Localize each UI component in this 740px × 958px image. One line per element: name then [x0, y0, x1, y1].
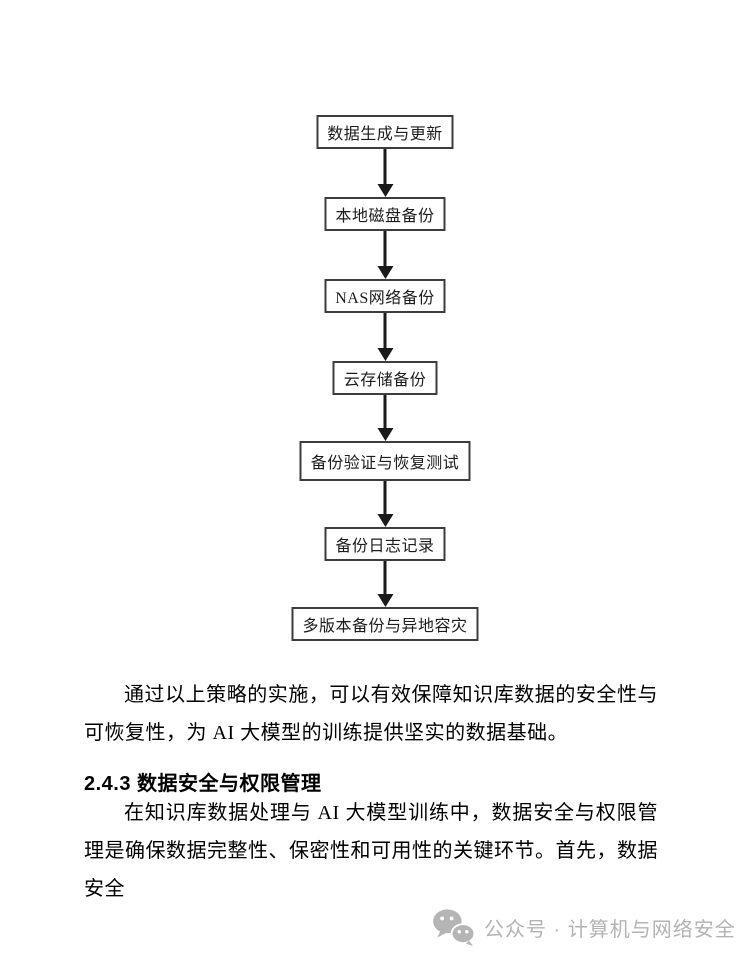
- arrow-shaft: [383, 481, 387, 514]
- arrow-head-icon: [376, 594, 393, 607]
- flow-node-label: 云存储备份: [343, 372, 427, 389]
- flow-arrow-down: [376, 395, 393, 441]
- flow-node-label: 数据生成与更新: [327, 126, 443, 143]
- flow-node-cloud-backup: 云存储备份: [332, 361, 438, 395]
- flow-node-local-disk-backup: 本地磁盘备份: [324, 197, 446, 231]
- arrow-head-icon: [376, 514, 393, 527]
- paragraph-backup-summary: 通过以上策略的实施，可以有效保障知识库数据的安全性与可恢复性，为 AI 大模型的…: [84, 684, 658, 744]
- paragraph-data-security-intro: 在知识库数据处理与 AI 大模型训练中，数据安全与权限管理是确保数据完整性、保密…: [84, 802, 658, 900]
- flow-node-multiversion-disaster-recovery: 多版本备份与异地容灾: [291, 607, 479, 641]
- arrow-shaft: [383, 149, 387, 184]
- flow-arrow-down: [376, 481, 393, 527]
- flow-node-label: 备份验证与恢复测试: [310, 455, 460, 472]
- flow-node-verification-recovery-test: 备份验证与恢复测试: [299, 441, 471, 481]
- section-heading-2-4-3: 2.4.3 数据安全与权限管理: [84, 773, 322, 795]
- flow-node-label: 本地磁盘备份: [335, 208, 435, 225]
- watermark-text: 公众号 · 计算机与网络安全: [484, 918, 736, 941]
- arrow-shaft: [383, 231, 387, 266]
- flow-node-backup-logging: 备份日志记录: [324, 527, 446, 561]
- flow-arrow-down: [376, 231, 393, 279]
- arrow-head-icon: [376, 348, 393, 361]
- arrow-shaft: [383, 313, 387, 348]
- flow-node-nas-backup: NAS网络备份: [324, 279, 446, 313]
- flow-node-label: 备份日志记录: [335, 538, 435, 555]
- flow-arrow-down: [376, 149, 393, 197]
- flow-arrow-down: [376, 313, 393, 361]
- flow-node-label: 多版本备份与异地容灾: [302, 618, 468, 635]
- arrow-head-icon: [376, 266, 393, 279]
- arrow-shaft: [383, 395, 387, 428]
- backup-flowchart: 数据生成与更新 本地磁盘备份 NAS网络备份 云存储备份 备份验证与恢复: [291, 115, 479, 641]
- arrow-head-icon: [376, 184, 393, 197]
- arrow-shaft: [383, 561, 387, 594]
- arrow-head-icon: [376, 428, 393, 441]
- watermark: 公众号 · 计算机与网络安全: [431, 908, 736, 946]
- flow-node-data-generation: 数据生成与更新: [316, 115, 454, 149]
- flow-arrow-down: [376, 561, 393, 607]
- flow-node-label: NAS网络备份: [335, 290, 435, 307]
- wechat-icon: [431, 908, 477, 946]
